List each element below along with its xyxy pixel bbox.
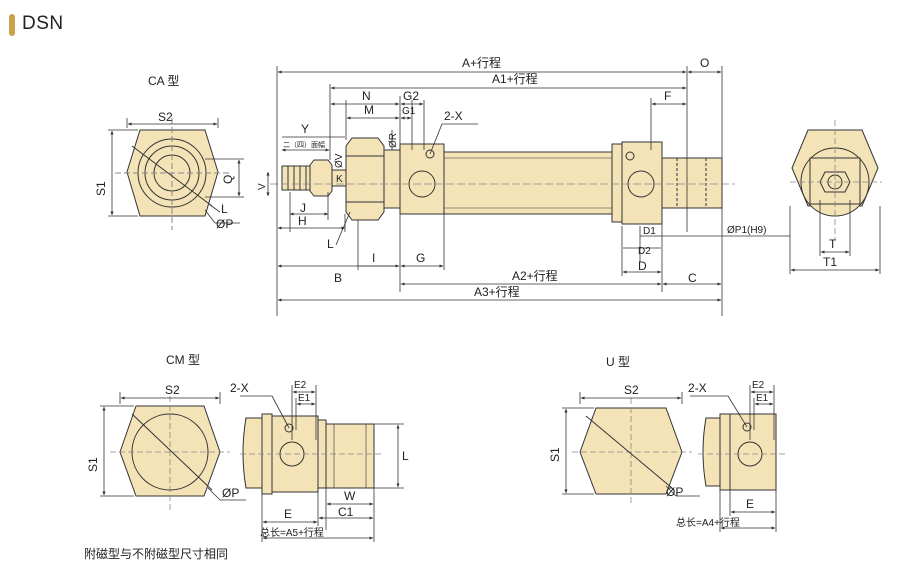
u-2x-label: 2-X — [688, 381, 707, 395]
right-t-label: T — [829, 237, 837, 251]
dim-a2-stroke: A2+行程 — [512, 268, 558, 283]
ca-s1-label: S1 — [94, 181, 108, 196]
cm-e1-label: E1 — [298, 393, 311, 404]
cm-view-label: CM 型 — [166, 353, 200, 367]
u-e-label: E — [746, 497, 754, 511]
dim-g: G — [416, 251, 425, 265]
cm-total-label: 总长=A5+行程 — [260, 526, 324, 539]
cm-s1-label: S1 — [86, 457, 100, 472]
u-phi-p-label: ØP — [666, 485, 683, 499]
title-marker — [9, 14, 15, 36]
dim-phi-r: ØR — [388, 133, 399, 148]
dim-d: D — [638, 259, 647, 273]
dim-c: C — [688, 271, 697, 285]
ca-phi-p-label: ØP — [216, 217, 233, 231]
u-side-view — [702, 413, 777, 491]
cm-side-dims — [240, 385, 404, 542]
cm-2x-label: 2-X — [230, 381, 249, 395]
dim-d1: D1 — [643, 226, 656, 237]
dim-a1-stroke: A1+行程 — [492, 71, 538, 86]
u-total-label: 总长=A4+行程 — [676, 516, 740, 529]
u-side-dims — [690, 385, 777, 532]
dim-g2: G2 — [403, 89, 419, 103]
u-s2-label: S2 — [624, 383, 639, 397]
ca-q-label: Q — [221, 175, 235, 184]
footnote: 附磁型与不附磁型尺寸相同 — [84, 547, 229, 561]
dim-m: M — [364, 103, 374, 117]
cm-c1-label: C1 — [338, 505, 354, 519]
cylinder-side-view — [281, 137, 723, 225]
cm-s2-label: S2 — [165, 383, 180, 397]
dim-y: Y — [301, 122, 309, 136]
page-title: DSN — [22, 13, 64, 34]
cm-e2-label: E2 — [294, 380, 307, 391]
dim-2x: 2-X — [444, 109, 463, 123]
cm-l-label: L — [402, 449, 409, 463]
dim-l: L — [327, 237, 334, 251]
u-s1-label: S1 — [548, 447, 562, 462]
ca-end-view — [108, 118, 244, 230]
dim-a3-stroke: A3+行程 — [474, 284, 520, 299]
dim-k: K — [336, 174, 343, 185]
dim-phi-p1: ØP1(H9) — [727, 225, 766, 236]
dim-v: V — [257, 183, 268, 190]
u-end-dims — [562, 392, 700, 497]
dim-phi-v: ØV — [334, 153, 345, 168]
right-end-dims — [789, 200, 881, 274]
u-view-label: U 型 — [606, 355, 630, 369]
ca-view-label: CA 型 — [148, 74, 179, 88]
dim-f: F — [664, 89, 671, 103]
u-e2-label: E2 — [752, 380, 765, 391]
ca-l-label: L — [221, 202, 228, 216]
cm-end-view — [110, 396, 230, 510]
dim-b: B — [334, 271, 342, 285]
u-end-view — [572, 398, 692, 506]
dim-d2: D2 — [638, 246, 651, 257]
cm-e-label: E — [284, 507, 292, 521]
dim-h: H — [298, 214, 307, 228]
dim-o: O — [700, 56, 709, 70]
ca-s2-label: S2 — [158, 110, 173, 124]
dim-g1: G1 — [402, 106, 416, 117]
dim-flats-note: 二（四）面幅 — [283, 140, 325, 149]
cm-phi-p-label: ØP — [222, 486, 239, 500]
dim-i: I — [372, 251, 375, 265]
right-end-view — [790, 120, 882, 240]
dim-j: J — [300, 201, 306, 215]
cm-end-dims — [100, 392, 246, 501]
cm-w-label: W — [344, 489, 356, 503]
dim-n: N — [362, 89, 371, 103]
side-dimension-lines — [266, 66, 790, 316]
dim-a-stroke: A+行程 — [462, 55, 501, 70]
right-t1-label: T1 — [823, 255, 837, 269]
u-e1-label: E1 — [756, 393, 769, 404]
